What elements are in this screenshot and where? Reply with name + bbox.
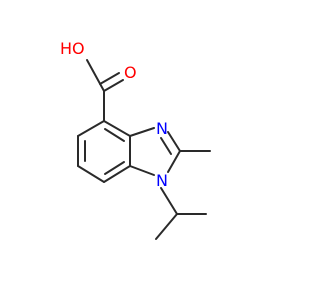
bond-c7-c7a bbox=[103, 165, 131, 183]
bond-carboxyl-o-double-1 bbox=[103, 79, 124, 92]
bond-c2-n1 bbox=[167, 150, 181, 173]
bond-c4-c5 bbox=[77, 120, 105, 137]
bond-n1-ch bbox=[160, 187, 178, 215]
imine-nitrogen-label: N bbox=[156, 119, 168, 138]
bond-n3-c2 bbox=[167, 131, 181, 152]
bond-n3-c2-inner bbox=[160, 137, 172, 155]
bond-c3a-n3 bbox=[129, 127, 155, 137]
amine-nitrogen-label: N bbox=[156, 171, 168, 190]
bond-carboxyl-o-double-2 bbox=[99, 72, 120, 85]
structure-diagram: HO O N N bbox=[60, 39, 211, 240]
bond-c6-c7 bbox=[77, 165, 105, 183]
hydroxyl-label: HO bbox=[60, 39, 85, 58]
bond-c3a-c4 bbox=[103, 120, 131, 137]
carbonyl-oxygen-label: O bbox=[124, 63, 137, 82]
bond-carboxyl-oh bbox=[86, 59, 105, 92]
bond-c7-c7a-inner bbox=[104, 161, 125, 175]
bond-ch-methyl-left bbox=[155, 213, 178, 240]
bond-n1-c7a bbox=[129, 165, 155, 176]
bond-c3a-c4-inner bbox=[104, 128, 125, 142]
